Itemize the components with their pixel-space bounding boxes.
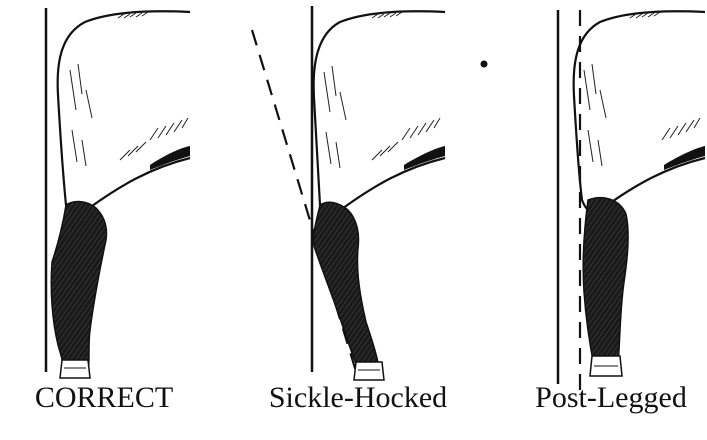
- stray-mark: [481, 61, 488, 68]
- lower-leg: [583, 198, 628, 366]
- stifle-shadow: [150, 146, 190, 170]
- caption-post-legged: Post-Legged: [520, 376, 702, 420]
- panel-sickle-hocked: [252, 6, 445, 380]
- thigh-outline: [574, 11, 705, 212]
- thigh-shading: [584, 12, 700, 166]
- thigh-outline: [58, 11, 190, 217]
- lower-leg: [313, 202, 380, 374]
- thigh-shading: [70, 12, 188, 166]
- lower-leg: [51, 202, 106, 372]
- panel-correct: [46, 8, 190, 378]
- caption-sickle-hocked: Sickle-Hocked: [258, 376, 458, 420]
- stifle-shadow: [664, 146, 705, 170]
- caption-correct: CORRECT: [14, 376, 194, 420]
- panel-post-legged: [558, 10, 705, 392]
- stifle-shadow: [404, 146, 445, 170]
- thigh-shading: [324, 12, 440, 168]
- thigh-outline: [314, 11, 445, 216]
